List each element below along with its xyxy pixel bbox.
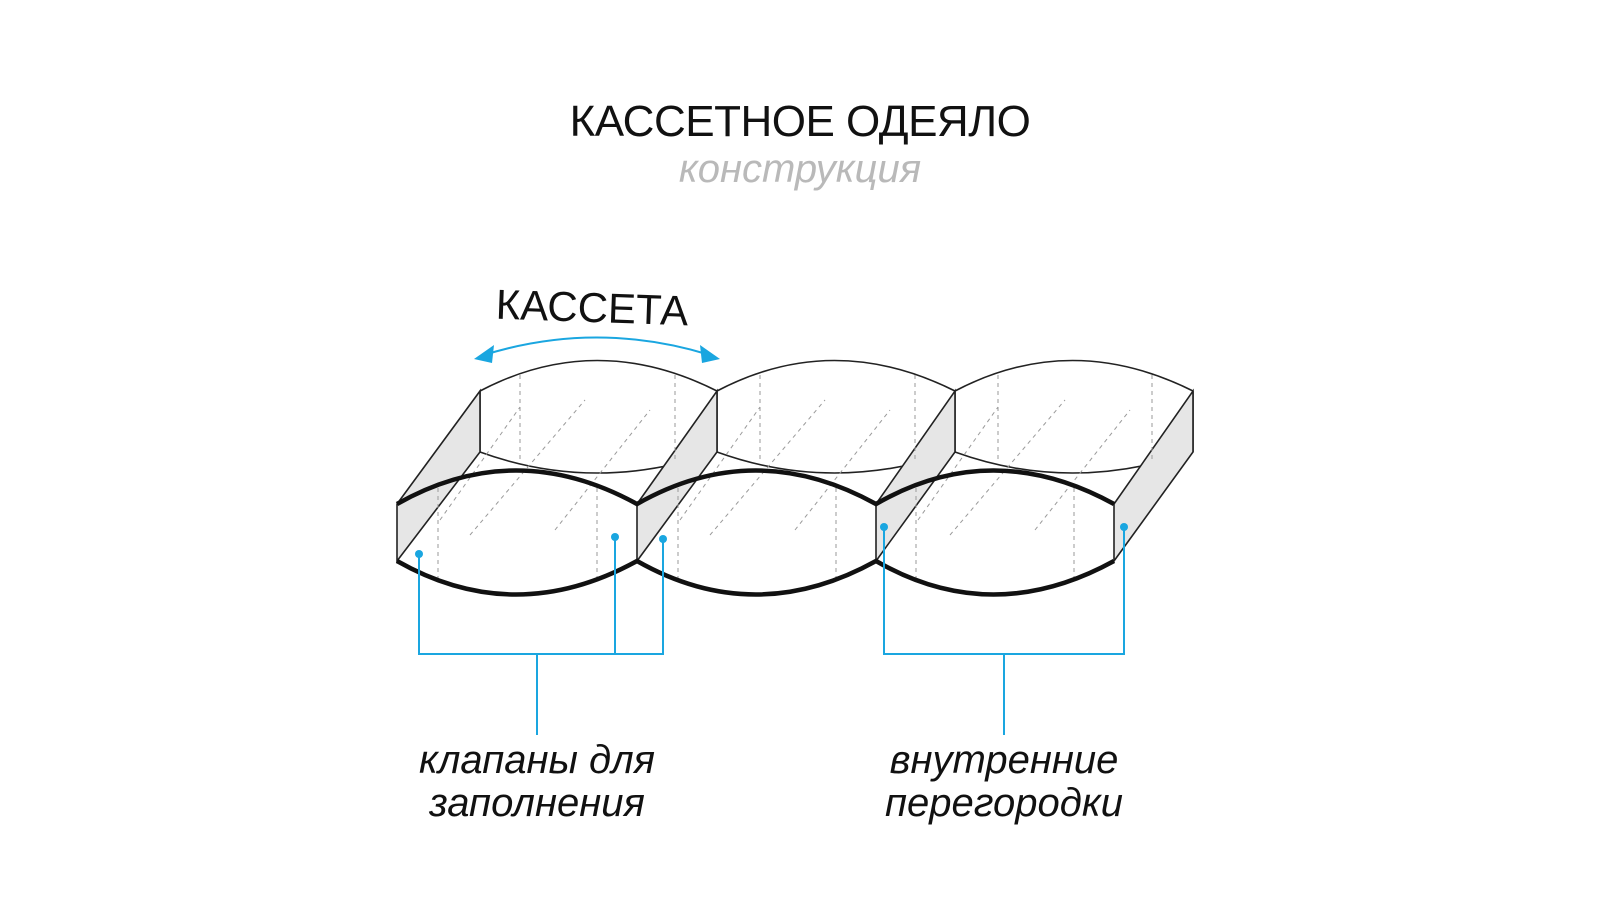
- valves-label-line2: заполнения: [428, 781, 645, 825]
- hidden-lines: [437, 375, 1153, 582]
- blanket-illustration: [395, 359, 1194, 597]
- back-surface: [479, 359, 1194, 474]
- valves-callout: клапаны для заполнения: [415, 533, 667, 825]
- cassette-label: КАССЕТА: [495, 281, 689, 335]
- partition-face-2: [875, 388, 956, 564]
- valves-label-line1: клапаны для: [419, 738, 655, 782]
- cassette-arrow-right-head-icon: [700, 345, 720, 363]
- diagram-title: КАССЕТНОЕ ОДЕЯЛО: [570, 97, 1031, 146]
- right-end-face: [1113, 388, 1194, 564]
- front-cassettes: [395, 468, 1116, 597]
- cassette-callout: КАССЕТА: [474, 281, 720, 363]
- partitions-callout: внутренние перегородки: [880, 523, 1128, 825]
- side-faces: [396, 388, 1194, 564]
- partitions-label-line2: перегородки: [885, 781, 1123, 825]
- diagram-subtitle: конструкция: [679, 147, 921, 191]
- cassette-arrow-left-head-icon: [474, 345, 494, 363]
- valve-leader-lines: [418, 537, 616, 655]
- partition-face-1: [636, 388, 718, 564]
- partitions-label-line1: внутренние: [890, 738, 1119, 782]
- partition-leader-lines: [883, 527, 1125, 655]
- cassette-arrow-icon: [483, 336, 711, 356]
- left-end-face: [396, 388, 481, 564]
